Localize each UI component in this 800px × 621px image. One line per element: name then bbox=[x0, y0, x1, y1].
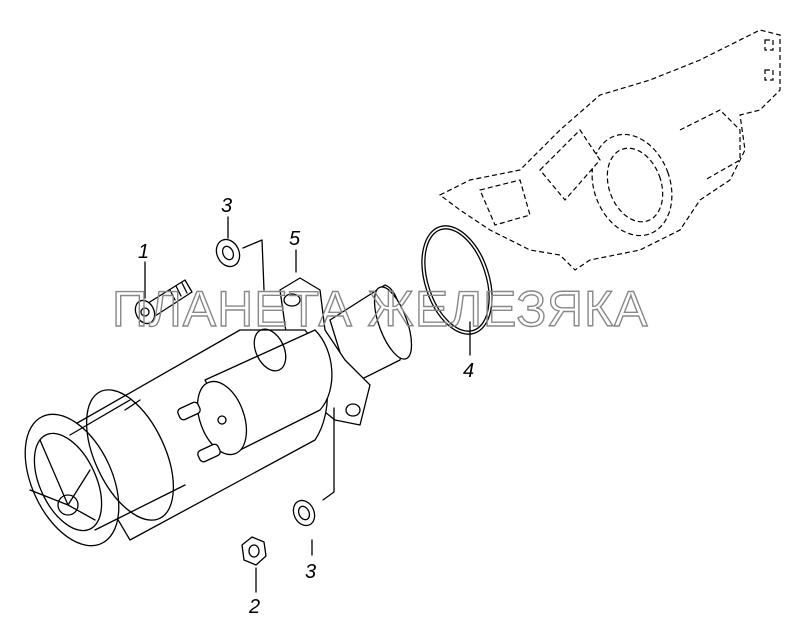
callout-label-3-bottom: 3 bbox=[305, 561, 316, 583]
engine-flywheel-housing bbox=[438, 29, 781, 271]
nut-part-2 bbox=[241, 536, 267, 566]
o-ring-part-4 bbox=[421, 225, 493, 335]
callout-label-5: 5 bbox=[289, 228, 301, 250]
washer-part-3-bottom bbox=[292, 499, 316, 527]
washer-part-3-top bbox=[215, 238, 241, 268]
leader-lines bbox=[144, 216, 471, 593]
callout-label-4: 4 bbox=[463, 360, 474, 382]
bolt-part-1 bbox=[134, 279, 193, 325]
callout-label-1: 1 bbox=[138, 241, 149, 263]
starter-motor-part-5 bbox=[24, 277, 413, 547]
watermark-text: ПЛАНЕТА ЖЕЛЕЗЯКА bbox=[112, 281, 648, 337]
callout-label-3-top: 3 bbox=[221, 195, 232, 217]
callout-label-2: 2 bbox=[248, 596, 260, 618]
